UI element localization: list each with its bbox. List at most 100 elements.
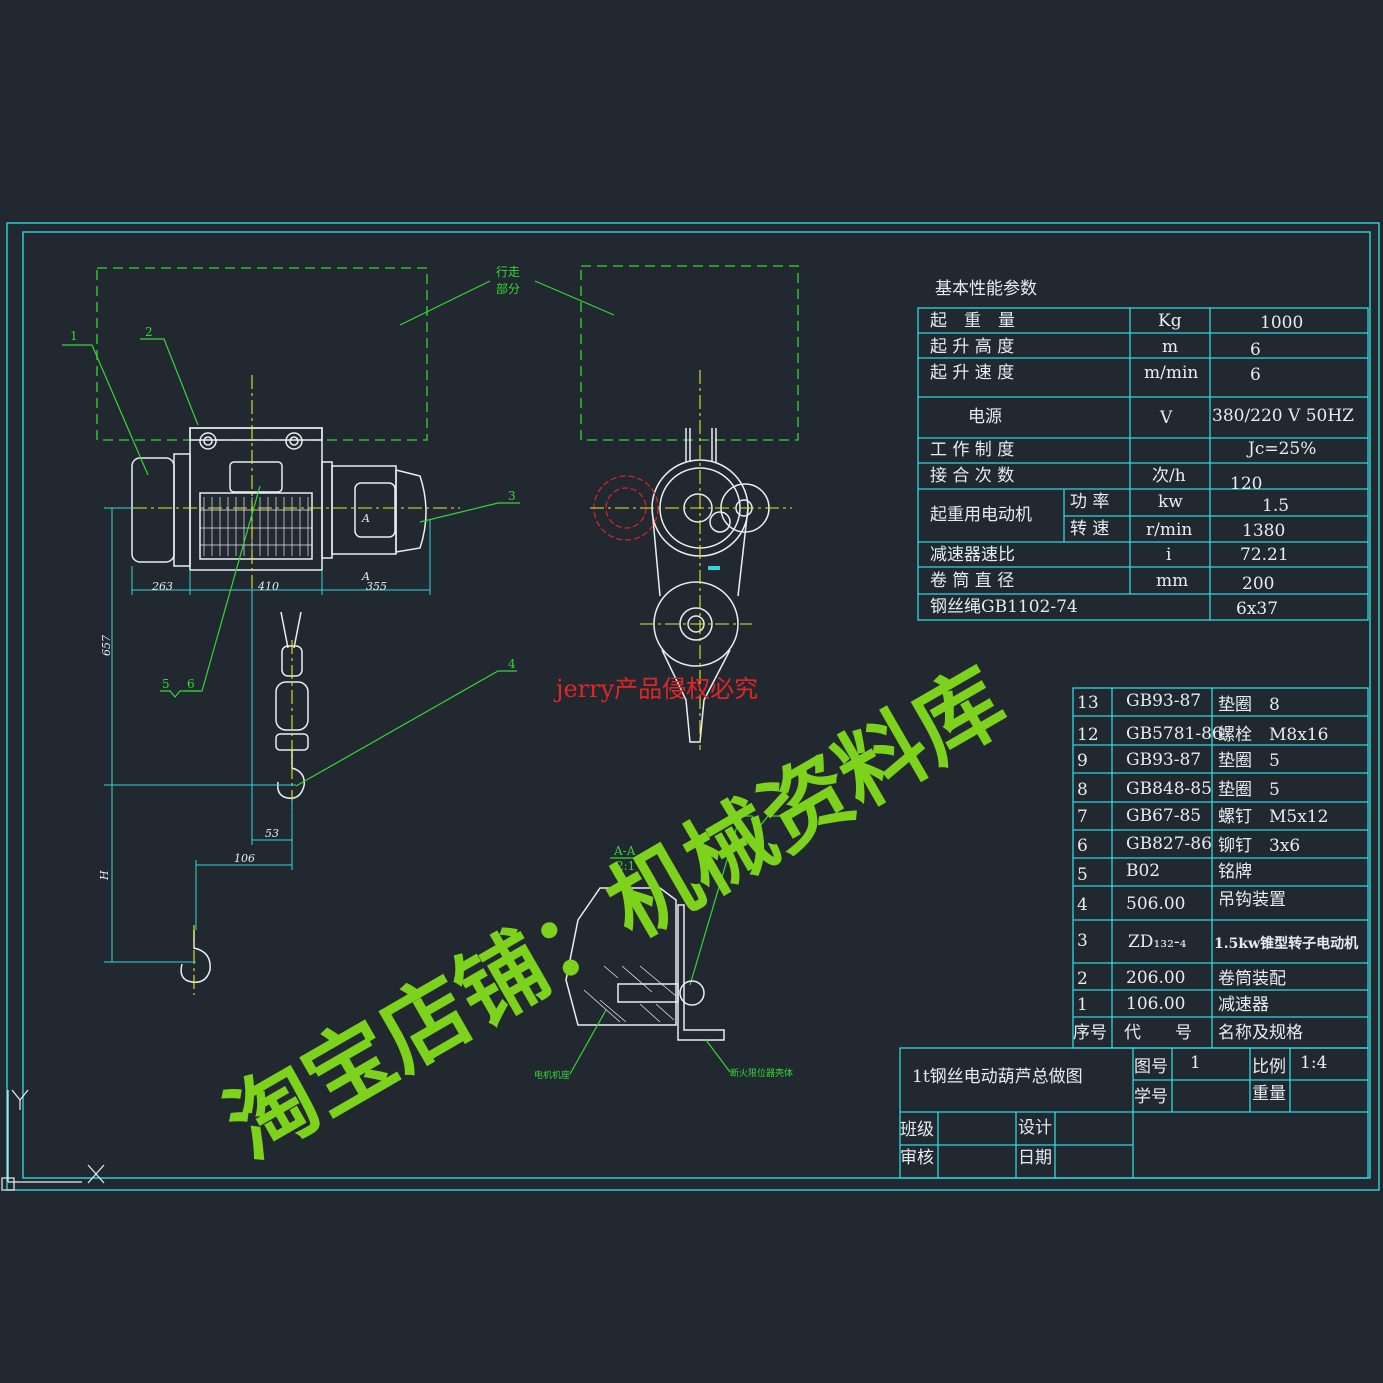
perf-name: 起 重 量 [930,311,1015,331]
perf-unit: m/min [1144,363,1198,383]
perf-name: 起 升 高 度 [930,337,1014,357]
hoist-front-view [131,427,427,571]
part-code: GB67-85 [1126,806,1201,826]
part-name: 减速器 [1218,995,1269,1015]
moving-leader-left [399,280,491,326]
part-no: 5 [1077,865,1088,885]
section-hatch [583,965,677,1023]
perf-unit: mm [1156,571,1188,591]
scale-label: 比例 [1252,1057,1286,1077]
dimension-lines [104,507,431,963]
part-code: 506.00 [1126,894,1185,914]
perf-table-heading: 基本性能参数 [935,279,1037,299]
part-no: 2 [1077,969,1088,989]
moving-part-label-2: 部分 [496,281,520,296]
part-code: 106.00 [1126,994,1185,1014]
trolley-outline-right [580,265,799,441]
part-no: 7 [1077,807,1088,827]
perf-name: 起重用电动机 [930,505,1032,525]
scale-value: 1:4 [1300,1053,1327,1073]
perf-value: 6 [1250,365,1261,385]
part-code: GB5781-86 [1126,724,1223,744]
part-code: GB848-85 [1126,779,1212,799]
review-label: 审核 [900,1148,934,1168]
drum-rope-hatch [200,497,312,556]
part-code: ZD₁₃₂-₄ [1128,932,1187,952]
perf-name: 接 合 次 数 [930,466,1014,486]
perf-unit: Kg [1158,311,1182,331]
part-code: GB93-87 [1126,691,1201,711]
section-note-left: 电机机座 [534,1069,570,1081]
parts-table-text: 13 GB93-87 垫圈 8 12 GB5781-86 螺栓 M8x16 9 … [1073,691,1358,1043]
parts-table-grid [1072,687,1369,1049]
part-name: 垫圈 8 [1218,695,1280,715]
perf-value: 1380 [1242,521,1285,541]
class-label: 班级 [900,1120,934,1140]
section-note-leader-left [569,1009,607,1075]
part-code: 206.00 [1126,968,1185,988]
ucs-axis-icon [1,1089,105,1191]
dim-657: 657 [100,635,113,656]
dim-263: 263 [151,580,173,593]
part-no: 6 [1077,836,1088,856]
weight-label: 重量 [1252,1084,1286,1104]
outer-frame [6,222,1380,1191]
callout-2: 2 [145,325,153,339]
part-no: 1 [1077,995,1088,1015]
callout-3: 3 [508,489,516,503]
moving-part-label-1: 行走 [496,265,520,279]
part-name: 垫圈 5 [1218,751,1280,771]
perf-value: 6 [1250,340,1261,360]
part-name: 垫圈 5 [1218,780,1280,800]
part-no: 3 [1077,931,1088,951]
perf-unit: r/min [1146,520,1192,540]
part-code: GB93-87 [1126,750,1201,770]
part-no: 12 [1077,725,1099,745]
part-code: B02 [1126,861,1160,881]
dim-h: H [98,870,111,881]
callout-5: 5 [162,677,170,691]
perf-name: 卷 筒 直 径 [930,571,1014,591]
perf-value: 1.5 [1262,496,1289,516]
callout-1: 1 [70,329,78,343]
part-name: 铆钉 3x6 [1218,836,1300,856]
callout-6: 6 [187,677,195,691]
perf-value: 200 [1242,574,1274,594]
section-scale: 2:1 [616,859,635,873]
perf-name: 减速器速比 [930,545,1015,565]
callout-leaders [62,338,795,986]
section-label: A-A [613,844,636,858]
part-no: 13 [1077,693,1099,713]
perf-value: Jc=25% [1246,439,1316,459]
part-no: 9 [1077,751,1088,771]
title-block-grid [899,1047,1369,1179]
section-mark-upper: A [361,512,370,525]
dim-410: 410 [257,580,279,593]
perf-name: 工 作 制 度 [930,440,1014,460]
section-a-a-view [565,887,725,1041]
perf-value: 120 [1230,474,1262,494]
section-note-right: 断火限位器壳体 [730,1067,793,1079]
part-name: 卷筒装配 [1218,969,1286,989]
section-mark-lower: A [361,570,370,583]
part-no: 8 [1077,780,1088,800]
trolley-outline-left [96,267,428,441]
perf-name: 电源 [968,407,1002,427]
fig-no: 1 [1190,1053,1201,1073]
moving-leader-right [534,280,615,316]
callout-4: 4 [508,657,516,671]
dim-355: 355 [366,580,387,593]
dim-106: 106 [234,852,255,865]
perf-value: 72.21 [1240,545,1289,565]
inner-frame [22,231,1371,1179]
side-nameplate [708,566,720,570]
callout-7: 7 [784,809,792,823]
fig-no-label: 图号 [1134,1057,1168,1077]
copyright-text: jerry产品侵权必究 [553,675,758,703]
perf-unit: V [1159,408,1173,428]
perf-value: 1000 [1260,313,1303,333]
parts-header-no: 序号 [1073,1023,1107,1043]
perf-value: 6x37 [1236,599,1278,619]
part-name: 1.5kw锥型转子电动机 [1214,935,1358,952]
